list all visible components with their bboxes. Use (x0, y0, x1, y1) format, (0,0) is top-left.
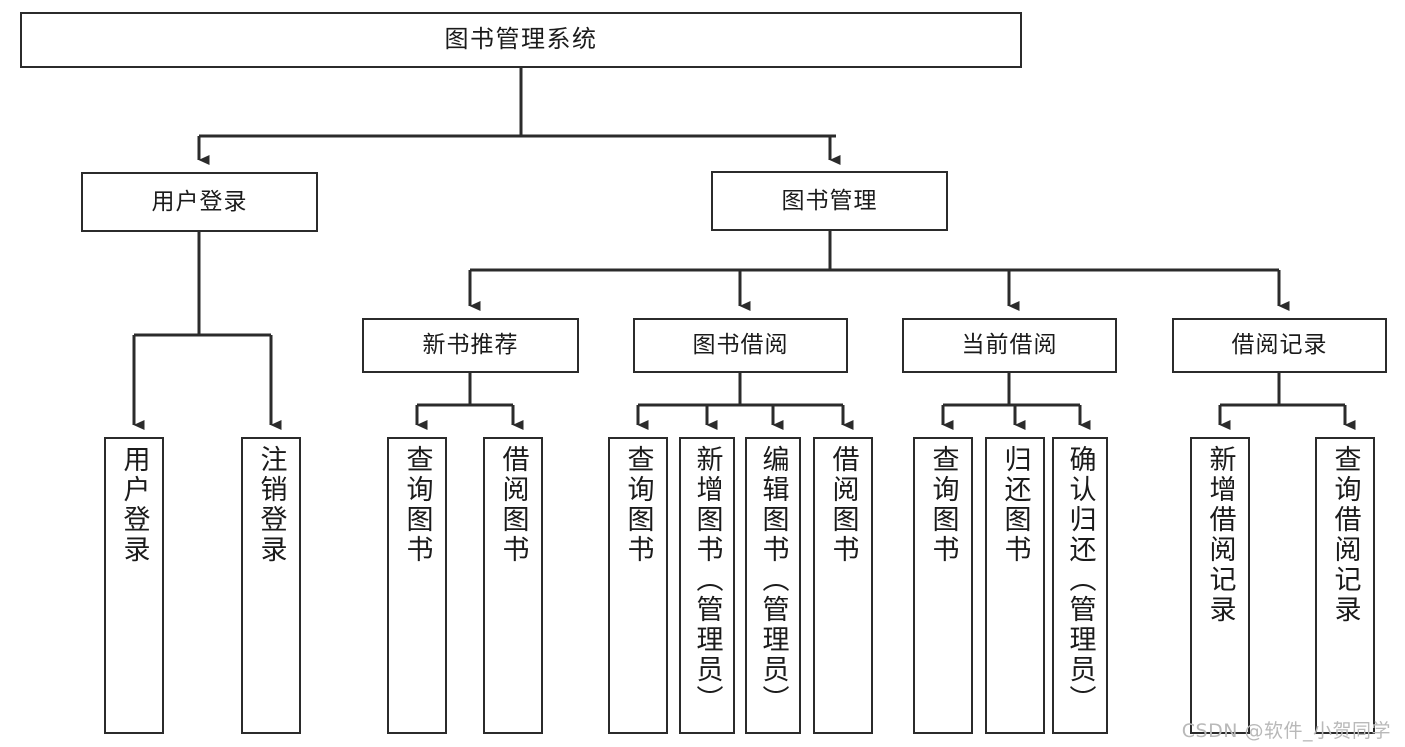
leaf-add-book[interactable]: 新增图书（管理员） (679, 437, 735, 734)
leaf-query-record[interactable]: 查询借阅记录 (1315, 437, 1375, 734)
leaf-confirm-return[interactable]: 确认归还（管理员） (1052, 437, 1108, 734)
leaf-query-book-3-label: 查询图书 (927, 445, 959, 565)
node-book-borrow-label: 图书借阅 (692, 332, 789, 359)
leaf-add-record[interactable]: 新增借阅记录 (1190, 437, 1250, 734)
leaf-borrow-book-2[interactable]: 借阅图书 (813, 437, 873, 734)
node-borrow-record-label: 借阅记录 (1231, 332, 1328, 359)
node-user-login[interactable]: 用户登录 (81, 172, 318, 232)
leaf-confirm-return-label: 确认归还（管理员） (1064, 445, 1096, 715)
leaf-logout[interactable]: 注销登录 (241, 437, 301, 734)
leaf-query-record-label: 查询借阅记录 (1329, 445, 1361, 625)
leaf-edit-book-label: 编辑图书（管理员） (757, 445, 789, 715)
node-root-label: 图书管理系统 (444, 25, 598, 54)
leaf-add-book-label: 新增图书（管理员） (691, 445, 723, 715)
leaf-borrow-book-1-label: 借阅图书 (497, 445, 529, 565)
node-root[interactable]: 图书管理系统 (20, 12, 1022, 68)
node-book-manage[interactable]: 图书管理 (711, 171, 948, 231)
node-new-book-rec[interactable]: 新书推荐 (362, 318, 579, 373)
leaf-query-book-1-label: 查询图书 (401, 445, 433, 565)
leaf-borrow-book-1[interactable]: 借阅图书 (483, 437, 543, 734)
node-current-borrow-label: 当前借阅 (961, 332, 1058, 359)
leaf-query-book-3[interactable]: 查询图书 (913, 437, 973, 734)
leaf-user-login-label: 用户登录 (118, 445, 150, 565)
node-current-borrow[interactable]: 当前借阅 (902, 318, 1117, 373)
node-new-book-rec-label: 新书推荐 (422, 332, 519, 359)
node-book-borrow[interactable]: 图书借阅 (633, 318, 848, 373)
node-borrow-record[interactable]: 借阅记录 (1172, 318, 1387, 373)
leaf-query-book-2-label: 查询图书 (622, 445, 654, 565)
leaf-add-record-label: 新增借阅记录 (1204, 445, 1236, 625)
leaf-logout-label: 注销登录 (255, 445, 287, 565)
node-user-login-label: 用户登录 (151, 188, 248, 215)
leaf-edit-book[interactable]: 编辑图书（管理员） (745, 437, 801, 734)
leaf-return-book-label: 归还图书 (999, 445, 1031, 565)
leaf-return-book[interactable]: 归还图书 (985, 437, 1045, 734)
leaf-user-login[interactable]: 用户登录 (104, 437, 164, 734)
leaf-query-book-2[interactable]: 查询图书 (608, 437, 668, 734)
leaf-query-book-1[interactable]: 查询图书 (387, 437, 447, 734)
leaf-borrow-book-2-label: 借阅图书 (827, 445, 859, 565)
watermark: CSDN @软件_小贺同学 (1181, 720, 1391, 742)
node-book-manage-label: 图书管理 (781, 187, 878, 214)
